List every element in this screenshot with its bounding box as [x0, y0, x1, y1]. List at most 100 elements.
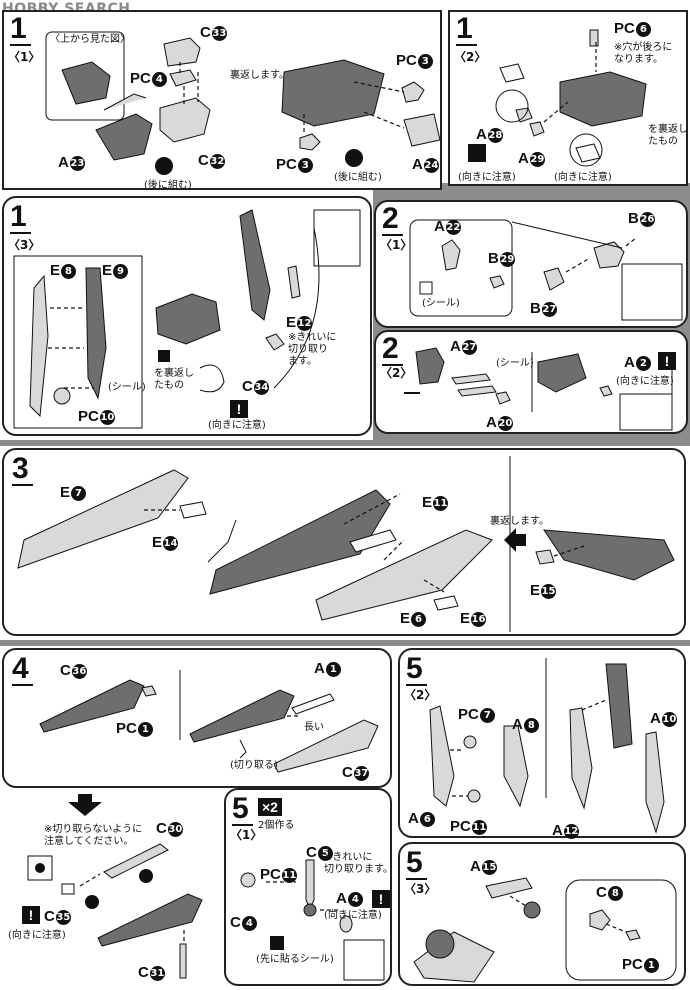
warn-note: (向きに注意) [458, 172, 516, 183]
step-number: 2 [382, 202, 403, 236]
back-note: を裏返し たもの [648, 124, 688, 147]
seal-note: (先に貼るシール) [256, 954, 334, 965]
seal-note: (シール) [422, 298, 460, 309]
substep-label: 〈2〉 [404, 688, 437, 702]
step5-sub2-illustration [429, 658, 665, 834]
substep-label: 〈2〉 [454, 50, 487, 64]
step-number: 5 [406, 846, 427, 880]
separator [0, 440, 690, 446]
substep-label: 〈3〉 [404, 882, 437, 896]
warn-note: (向きに注意) [616, 376, 674, 387]
substep-label: 〈3〉 [8, 238, 41, 252]
step-number: 1 [10, 12, 31, 46]
substep-label: 〈1〉 [380, 238, 413, 252]
warning-icon: ! [658, 352, 676, 370]
after-note: (後に組む) [144, 180, 192, 191]
warn-note: (向きに注意) [8, 930, 66, 941]
seal-note: (シール) [108, 382, 146, 393]
step-number: 3 [12, 452, 33, 486]
clean-note: ※きれいに 切り取り ます。 [288, 332, 337, 367]
times-note: 2個作る [258, 820, 295, 831]
long-note: 長い [304, 722, 324, 733]
times-badge: ×2 [258, 798, 282, 816]
warn-note: (向きに注意) [208, 420, 266, 431]
after-note-2: (後に組む) [334, 172, 382, 183]
substep-label: 〈1〉 [230, 828, 263, 842]
step-number: 5 [232, 792, 253, 826]
step5-sub3-illustration [413, 877, 677, 983]
back-note: 裏返します。 [490, 516, 549, 527]
separator [0, 640, 690, 646]
back-note: 裏返します。 [230, 70, 289, 81]
step2-sub1-illustration [409, 219, 683, 321]
step1-sub1-illustration [45, 31, 441, 175]
seal-note: (シール) [496, 358, 534, 369]
step-number: 1 [456, 12, 477, 46]
substep-label: 〈2〉 [380, 366, 413, 380]
substep-label: 〈1〉 [8, 50, 41, 64]
view-note: 〈上から見た図〉 [50, 34, 130, 45]
back-note: を裏返し たもの [154, 368, 194, 391]
step-number: 1 [10, 200, 31, 234]
step4-illustration [39, 670, 379, 773]
step-number: 2 [382, 332, 403, 366]
step1-sub2-illustration [468, 29, 647, 167]
clean-note: ※きれいに 切り取ります。 [324, 852, 393, 875]
warn-note: (向きに注意) [324, 910, 382, 921]
step3-illustration [17, 456, 675, 632]
